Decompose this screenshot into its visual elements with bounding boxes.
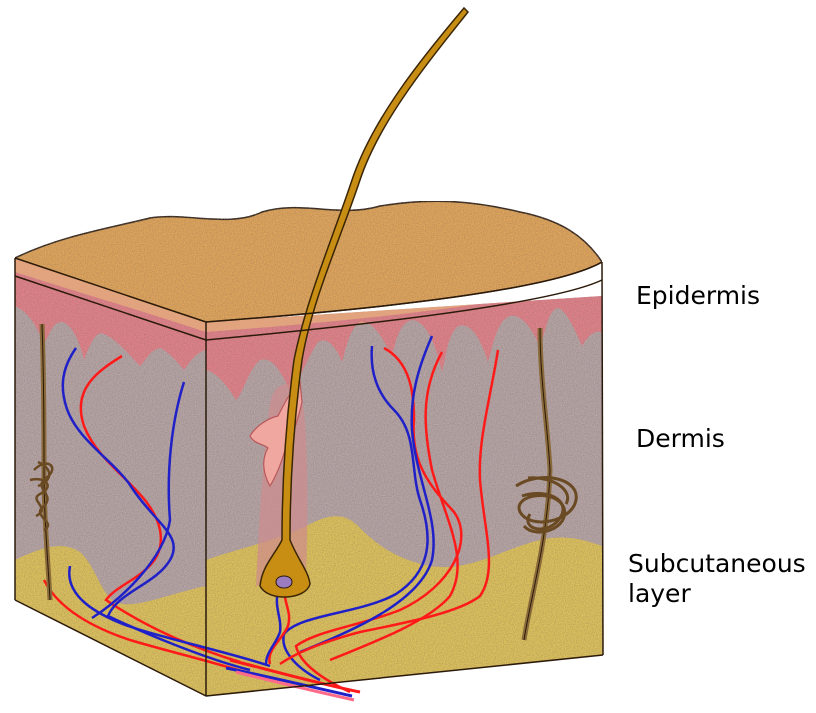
label-dermis: Dermis	[636, 424, 725, 454]
label-subcutaneous-line1: Subcutaneous	[628, 549, 806, 579]
hair-papilla	[276, 576, 292, 588]
label-subcutaneous-line2: layer	[628, 579, 806, 609]
label-epidermis: Epidermis	[636, 281, 760, 311]
label-subcutaneous-layer: Subcutaneous layer	[628, 549, 806, 609]
